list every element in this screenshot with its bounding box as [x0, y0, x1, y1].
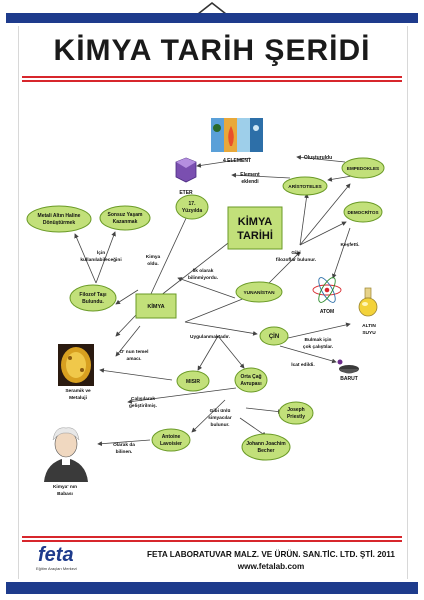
- node-antoine-line2: Lavoisier: [160, 441, 182, 447]
- label-eter: ETER: [179, 190, 193, 196]
- center-title-1: KİMYA: [238, 215, 272, 228]
- title-underline-2: [22, 80, 402, 82]
- node-empedokles: [341, 157, 385, 179]
- node-ortacag-line2: Avrupası: [240, 381, 262, 387]
- node-metal-line1: Metali Altın Haline: [38, 213, 81, 219]
- node-sonsuz-line1: Sonsuz Yaşam: [108, 212, 143, 218]
- node-misir-label: MISIR: [186, 379, 200, 385]
- node-joseph-priestly: [278, 401, 314, 425]
- bottom-hanger-bar: [6, 582, 418, 594]
- label-kimya-oldu-1: Kimya: [146, 254, 161, 260]
- feta-logo: feta: [38, 544, 74, 566]
- label-icin-2: kullanılabileceğini: [80, 257, 121, 263]
- label-element-1: Element: [240, 172, 260, 178]
- node-17-yuzyil: [175, 194, 209, 220]
- node-filozof-line2: Bulundu.: [82, 299, 104, 305]
- label-olusturuldu: Oluşturuldu: [304, 155, 332, 161]
- label-gibi-filozoflar-1: Gibi: [291, 250, 300, 256]
- node-johann-becher: [241, 433, 291, 461]
- node-democritos-label: DEMOCRİTOS: [347, 209, 378, 215]
- node-ortacag-line1: Orta Çağ: [240, 374, 261, 380]
- node-yunanistan-label: YUNANİSTAN: [243, 289, 275, 296]
- label-atom: ATOM: [320, 309, 334, 315]
- label-icat-edildi: İcat edildi.: [291, 361, 314, 368]
- label-calisilarak-2: geliştirilmiş.: [129, 403, 157, 409]
- node-yuzyil-line2: Yüzyılda: [182, 208, 203, 214]
- node-aristoteles: [282, 176, 328, 196]
- label-bulmak-1: Bulmak için: [305, 337, 332, 343]
- title-underline: [22, 76, 402, 78]
- footer-rule-2: [22, 540, 402, 542]
- label-kimya-babasi-1: Kimya' nın: [53, 484, 77, 490]
- gold-flask-icon: [358, 287, 378, 317]
- label-olarak-da-2: bilinen.: [116, 449, 133, 455]
- footer-company: FETA LABORATUVAR MALZ. VE ÜRÜN. SAN.TİC.…: [147, 550, 395, 559]
- node-filozof-line1: Filozof Taşı: [79, 292, 107, 298]
- footer-website: www.fetalab.com: [237, 562, 305, 571]
- label-temel-amaci-2: amacı.: [127, 357, 142, 362]
- label-gibi-unlu-2: simyacılar: [208, 415, 232, 421]
- node-cin: [259, 326, 289, 346]
- node-democritos: [343, 201, 383, 223]
- label-icin-1: İçin: [97, 249, 105, 256]
- label-ilk-olarak-1: İlk olarak: [193, 267, 214, 274]
- node-metal-line2: Dönüştürmek: [43, 220, 75, 226]
- label-gibi-unlu-1: Gibi ünlü: [210, 408, 231, 414]
- center-box: [227, 206, 283, 250]
- atom-icon: [312, 277, 342, 303]
- poster-title: KİMYA TARİH ŞERİDİ: [53, 34, 371, 67]
- node-yuzyil-line1: 17.: [189, 201, 197, 207]
- node-joseph-line2: Priestly: [287, 414, 305, 420]
- gunpowder-bowl-icon: [337, 359, 359, 374]
- label-kesfetti: Keşfetti.: [341, 242, 360, 248]
- node-sonsuz-yasam: [99, 205, 151, 231]
- label-4-element: 4 ELEMENT: [223, 158, 251, 164]
- node-kimya-label: KİMYA: [147, 303, 164, 310]
- node-empedokles-label: EMPEDOKLES: [347, 166, 379, 171]
- label-ilk-olarak-2: bilinmiyordu.: [188, 275, 218, 281]
- label-olarak-da-1: Olarak da: [113, 442, 135, 448]
- node-filozof-tasi: [69, 284, 117, 312]
- node-joseph-line1: Joseph: [287, 407, 305, 413]
- node-kimya: [135, 293, 177, 319]
- label-element-2: eklendi: [241, 179, 259, 185]
- footer-rule: [22, 536, 402, 538]
- label-altin-suyu-1: ALTIN: [362, 323, 376, 329]
- label-kimya-oldu-2: oldu.: [147, 261, 158, 267]
- node-aristoteles-label: ARİSTOTELES: [288, 183, 322, 190]
- node-johann-line2: Becher: [258, 448, 275, 454]
- hanger-hook: [197, 1, 227, 15]
- node-antoine-lavoisier: [151, 428, 191, 452]
- label-uygulanmaktadir: Uygulanmaktadır.: [190, 334, 230, 340]
- label-kimya-babasi-2: Babası: [57, 491, 73, 497]
- node-johann-line1: Johann Joachim: [246, 441, 286, 447]
- label-gibi-unlu-3: bulunur.: [211, 422, 230, 428]
- label-bulmak-2: çok çalıştılar.: [303, 344, 333, 350]
- node-orta-cag: [234, 367, 268, 393]
- center-title-2: TARİHİ: [237, 229, 273, 242]
- node-antoine-line1: Antoine: [162, 434, 181, 440]
- label-calisilarak-1: Çalışılarak: [131, 396, 155, 402]
- ceramics-metallurgy-illustration: [58, 344, 94, 386]
- node-cin-label: ÇİN: [269, 333, 279, 340]
- connector-arrows: [74, 155, 353, 447]
- label-temel-amaci-1: O' nun temel: [120, 349, 149, 355]
- lavoisier-portrait-illustration: [44, 427, 88, 482]
- eter-gem-illustration: [175, 157, 197, 183]
- label-gibi-filozoflar-2: filozoflar bulunur.: [276, 257, 316, 263]
- label-seramik-1: Seramik ve: [65, 388, 91, 394]
- node-yunanistan: [235, 281, 283, 303]
- top-hanger-bar: [6, 13, 418, 23]
- label-altin-suyu-2: SUYU: [362, 330, 376, 336]
- node-metal-altin: [26, 205, 92, 233]
- feta-logo-subtitle: Eğitim Araçları Merkezi: [36, 566, 77, 571]
- node-sonsuz-line2: Kazanmak: [113, 219, 138, 225]
- label-seramik-2: Metaluji: [69, 395, 87, 401]
- label-barut: BARUT: [340, 376, 358, 382]
- node-misir: [176, 370, 210, 392]
- four-elements-illustration: [211, 118, 263, 152]
